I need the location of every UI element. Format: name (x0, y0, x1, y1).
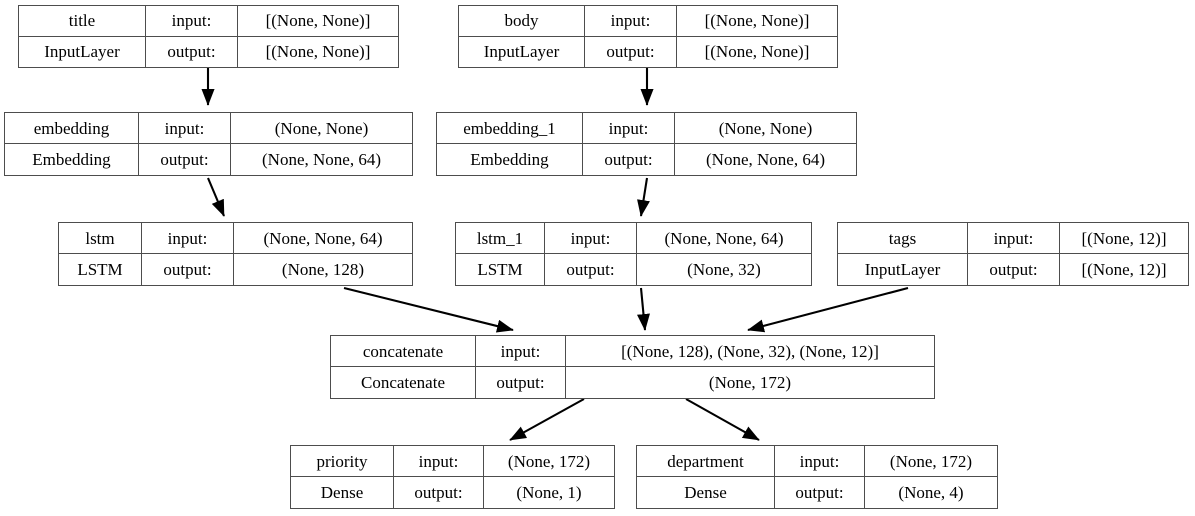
edge-lstm-to-concatenate (343, 286, 514, 333)
node-lstm-1-input-label: input: (545, 223, 637, 253)
node-embedding-input-shape: (None, None) (274, 118, 369, 138)
node-embedding-input-label: input: (139, 113, 231, 143)
node-tags-output-label: output: (968, 254, 1060, 285)
node-department-input-row: department input: (None, 172) (637, 446, 997, 477)
node-lstm-output-shape: (None, 128) (281, 260, 365, 279)
node-department-name: department (637, 446, 775, 476)
node-title-input-shape: [(None, None)] (265, 11, 371, 31)
node-department-class: Dense (637, 477, 775, 508)
node-department-input-shape: (None, 172) (889, 451, 973, 471)
edge-lstm1-to-concatenate (637, 287, 650, 331)
edge-embedding-to-lstm (207, 177, 225, 217)
edge-concatenate-to-department (685, 398, 760, 441)
edge-tags-to-concatenate (747, 286, 909, 333)
node-lstm-1-class: LSTM (456, 254, 545, 285)
node-concatenate-input-row: concatenate input: [(None, 128), (None, … (331, 336, 934, 367)
node-embedding-name: embedding (5, 113, 139, 143)
node-priority-name: priority (291, 446, 394, 476)
node-body-input-row: body input: [(None, None)] (459, 6, 837, 37)
node-title-input-label: input: (146, 6, 238, 36)
node-title[interactable]: title input: [(None, None)] InputLayer o… (18, 5, 399, 68)
node-embedding-1-class: Embedding (437, 144, 583, 175)
node-embedding-1-input-shape: (None, None) (718, 118, 813, 138)
node-department-output-shape: (None, 4) (898, 483, 964, 502)
node-lstm-name: lstm (59, 223, 142, 253)
node-department-input-label: input: (775, 446, 865, 476)
node-body-name: body (459, 6, 585, 36)
node-lstm-input-shape: (None, None, 64) (263, 228, 383, 248)
node-concatenate-output-shape: (None, 172) (708, 373, 792, 392)
node-tags[interactable]: tags input: [(None, 12)] InputLayer outp… (837, 222, 1189, 286)
node-embedding-input-row: embedding input: (None, None) (5, 113, 412, 144)
node-lstm-1-name: lstm_1 (456, 223, 545, 253)
node-lstm-1-input-row: lstm_1 input: (None, None, 64) (456, 223, 811, 254)
node-body[interactable]: body input: [(None, None)] InputLayer ou… (458, 5, 838, 68)
node-priority[interactable]: priority input: (None, 172) Dense output… (290, 445, 615, 509)
node-embedding-output-shape: (None, None, 64) (262, 150, 381, 169)
node-tags-input-label: input: (968, 223, 1060, 253)
node-concatenate-input-shape: [(None, 128), (None, 32), (None, 12)] (621, 341, 879, 361)
node-title-output-label: output: (146, 36, 238, 67)
node-lstm-1-output-row: LSTM output: (None, 32) (456, 254, 811, 285)
node-priority-output-row: Dense output: (None, 1) (291, 477, 614, 508)
node-lstm-1-output-label: output: (545, 254, 637, 285)
node-body-class: InputLayer (459, 36, 585, 67)
node-embedding-1-input-label: input: (583, 113, 675, 143)
node-priority-input-label: input: (394, 446, 484, 476)
node-tags-input-shape: [(None, 12)] (1081, 228, 1167, 248)
node-concatenate-output-row: Concatenate output: (None, 172) (331, 367, 934, 398)
node-title-input-row: title input: [(None, None)] (19, 6, 398, 37)
node-embedding-1[interactable]: embedding_1 input: (None, None) Embeddin… (436, 112, 857, 176)
node-lstm-class: LSTM (59, 254, 142, 285)
edge-embedding1-to-lstm1 (637, 177, 650, 217)
node-lstm-output-label: output: (142, 254, 234, 285)
node-body-output-shape: [(None, None)] (704, 42, 810, 62)
node-tags-class: InputLayer (838, 254, 968, 285)
node-title-output-row: InputLayer output: [(None, None)] (19, 36, 398, 67)
node-embedding-1-output-label: output: (583, 144, 675, 175)
edge-concatenate-to-priority (509, 398, 585, 441)
node-lstm-1-output-shape: (None, 32) (687, 260, 761, 279)
node-tags-output-shape: [(None, 12)] (1081, 260, 1167, 279)
node-title-name: title (19, 6, 146, 36)
node-embedding[interactable]: embedding input: (None, None) Embedding … (4, 112, 413, 176)
node-priority-input-shape: (None, 172) (507, 451, 591, 471)
node-lstm-input-label: input: (142, 223, 234, 253)
node-body-output-label: output: (585, 36, 677, 67)
node-embedding-1-input-row: embedding_1 input: (None, None) (437, 113, 856, 144)
node-embedding-output-row: Embedding output: (None, None, 64) (5, 144, 412, 175)
node-embedding-1-name: embedding_1 (437, 113, 583, 143)
node-department[interactable]: department input: (None, 172) Dense outp… (636, 445, 998, 509)
node-lstm-input-row: lstm input: (None, None, 64) (59, 223, 412, 254)
node-tags-output-row: InputLayer output: [(None, 12)] (838, 254, 1188, 285)
node-body-input-shape: [(None, None)] (704, 11, 810, 31)
node-priority-class: Dense (291, 477, 394, 508)
node-concatenate-class: Concatenate (331, 367, 476, 398)
node-embedding-class: Embedding (5, 144, 139, 175)
node-priority-output-label: output: (394, 477, 484, 508)
node-lstm-1-input-shape: (None, None, 64) (664, 228, 784, 248)
node-department-output-label: output: (775, 477, 865, 508)
node-lstm-output-row: LSTM output: (None, 128) (59, 254, 412, 285)
node-concatenate-input-label: input: (476, 336, 566, 366)
node-embedding-1-output-row: Embedding output: (None, None, 64) (437, 144, 856, 175)
node-embedding-1-output-shape: (None, None, 64) (706, 150, 825, 169)
node-title-output-shape: [(None, None)] (265, 42, 371, 62)
node-priority-output-shape: (None, 1) (516, 483, 582, 502)
node-body-output-row: InputLayer output: [(None, None)] (459, 36, 837, 67)
node-lstm[interactable]: lstm input: (None, None, 64) LSTM output… (58, 222, 413, 286)
node-title-class: InputLayer (19, 36, 146, 67)
node-concatenate[interactable]: concatenate input: [(None, 128), (None, … (330, 335, 935, 399)
node-concatenate-output-label: output: (476, 367, 566, 398)
node-department-output-row: Dense output: (None, 4) (637, 477, 997, 508)
node-tags-input-row: tags input: [(None, 12)] (838, 223, 1188, 254)
node-concatenate-name: concatenate (331, 336, 476, 366)
node-body-input-label: input: (585, 6, 677, 36)
node-tags-name: tags (838, 223, 968, 253)
node-priority-input-row: priority input: (None, 172) (291, 446, 614, 477)
node-embedding-output-label: output: (139, 144, 231, 175)
node-lstm-1[interactable]: lstm_1 input: (None, None, 64) LSTM outp… (455, 222, 812, 286)
